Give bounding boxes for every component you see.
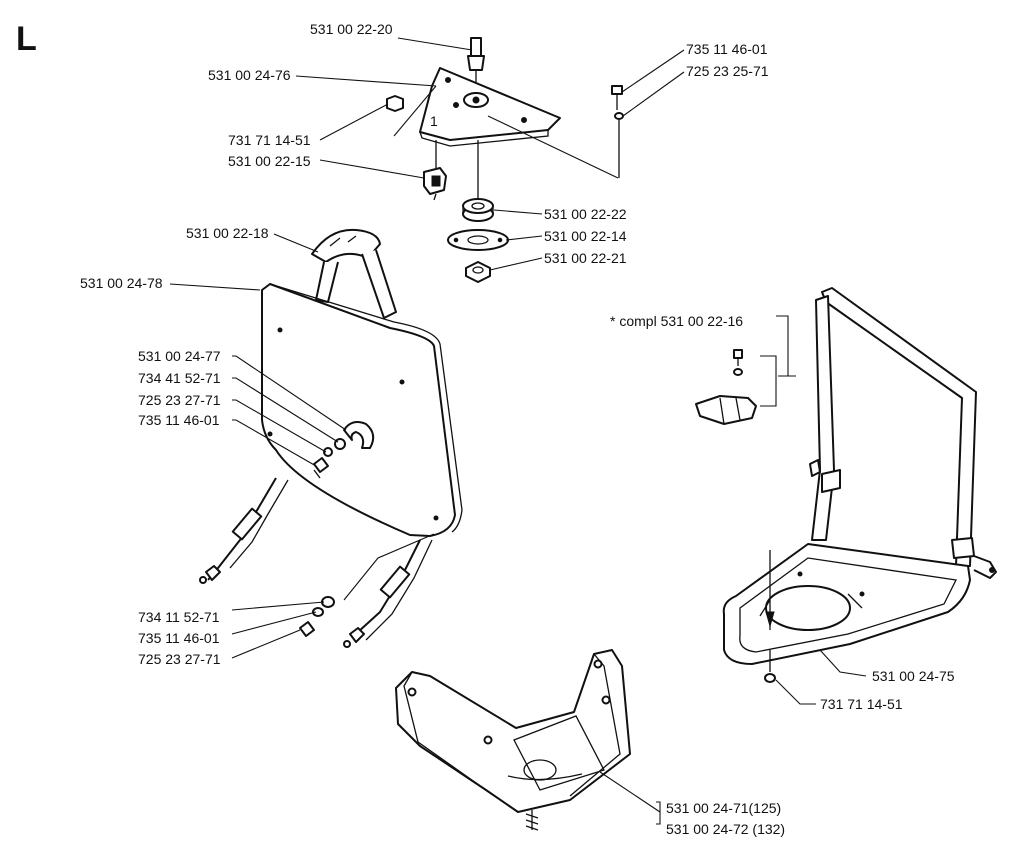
label-531-00-24-76: 531 00 24-76 <box>208 67 291 83</box>
bottom-seat <box>395 649 631 831</box>
leader-lines <box>169 37 867 825</box>
label-531-00-24-71: 531 00 24-71(125) <box>666 800 781 816</box>
triangular-plate <box>419 67 561 141</box>
label-734-11-52-71: 734 11 52-71 <box>138 609 220 625</box>
label-531-00-22-18: 531 00 22-18 <box>186 225 269 241</box>
label-531-00-22-20: 531 00 22-20 <box>310 21 393 37</box>
label-735-11-46-01-top: 735 11 46-01 <box>686 41 768 57</box>
top-mounting-plate-assembly: 1 <box>386 37 624 283</box>
label-735-11-46-01-mid: 735 11 46-01 <box>138 412 220 428</box>
section-letter: L <box>16 20 37 58</box>
label-531-00-22-22: 531 00 22-22 <box>544 206 627 222</box>
label-531-00-24-75: 531 00 24-75 <box>872 668 955 684</box>
hose-clip <box>343 421 375 449</box>
part-labels: 531 00 22-20 531 00 24-76 731 71 14-51 5… <box>80 21 955 837</box>
label-735-11-46-01-bottom: 735 11 46-01 <box>138 630 220 646</box>
plate-clamp <box>423 140 447 201</box>
label-731-71-14-51-top: 731 71 14-51 <box>228 132 311 148</box>
label-725-23-25-71: 725 23 25-71 <box>686 63 769 79</box>
clamp-kit <box>695 315 796 425</box>
back-panel <box>261 283 456 537</box>
label-531-00-24-78: 531 00 24-78 <box>80 275 163 291</box>
label-531-00-22-15: 531 00 22-15 <box>228 153 311 169</box>
label-531-00-22-21: 531 00 22-21 <box>544 250 627 266</box>
carrying-frame <box>722 287 997 683</box>
label-531-00-24-72: 531 00 24-72 (132) <box>666 821 785 837</box>
label-725-23-27-71-bottom: 725 23 27-71 <box>138 651 221 667</box>
plate-mark: 1 <box>430 113 438 129</box>
bushing <box>462 198 494 222</box>
label-compl-531-00-22-16: * compl 531 00 22-16 <box>610 313 743 329</box>
label-725-23-27-71-mid: 725 23 27-71 <box>138 392 221 408</box>
label-734-41-52-71: 734 41 52-71 <box>138 370 221 386</box>
plate-nut <box>386 95 404 112</box>
label-531-00-22-14: 531 00 22-14 <box>544 228 627 244</box>
label-731-71-14-51-bottom: 731 71 14-51 <box>820 696 903 712</box>
bottom-nut <box>465 261 491 283</box>
backrest-assembly <box>199 228 463 648</box>
plate-screw <box>611 85 624 178</box>
flat-washer <box>447 229 509 251</box>
label-531-00-24-77: 531 00 24-77 <box>138 348 221 364</box>
